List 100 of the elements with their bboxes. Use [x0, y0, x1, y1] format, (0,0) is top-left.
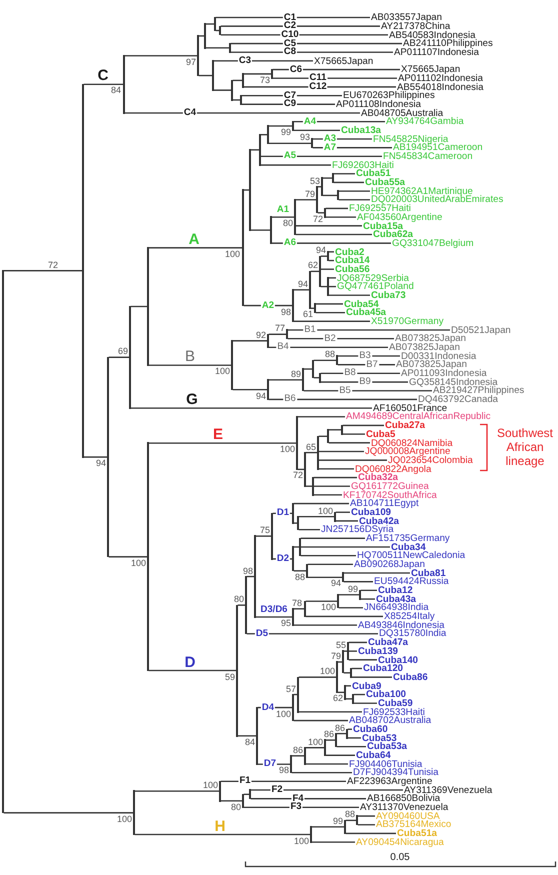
bootstrap-value: 100	[130, 558, 146, 567]
genotype-label: C11	[308, 74, 328, 82]
branch-line	[334, 182, 364, 184]
branch-line	[148, 247, 242, 248]
branch-line	[310, 308, 314, 309]
genotype-label: A3	[322, 134, 338, 144]
taxon-label: D7FJ904394Tunisia	[352, 769, 439, 778]
bootstrap-value: 80	[234, 595, 244, 604]
branch-line	[346, 832, 396, 834]
taxon-label: FJ692533Haiti	[362, 708, 425, 718]
bootstrap-value: 100	[116, 814, 132, 823]
branch-line	[316, 303, 343, 305]
genotype-label: D5	[254, 630, 270, 638]
bootstrap-value: 94	[316, 246, 326, 254]
branch-line	[318, 450, 364, 452]
taxon-label: GQ477461Poland	[336, 283, 414, 292]
genotype-label: C8	[282, 48, 298, 56]
branch-line	[318, 186, 322, 188]
genotype-label: C1	[282, 13, 298, 22]
taxon-label: DQ315780India	[378, 630, 446, 640]
taxon-label: Cuba34	[390, 544, 426, 552]
taxon-label: Cuba59	[377, 700, 413, 708]
branch-line	[342, 434, 365, 435]
branch-line	[346, 698, 352, 700]
branch-line	[292, 772, 352, 774]
genotype-label: D2	[276, 554, 290, 564]
branch-line	[130, 306, 148, 308]
scale-label: 0.05	[390, 852, 410, 863]
taxon-label: Cuba56	[334, 266, 370, 274]
taxon-label: AB073825Japan	[388, 344, 460, 353]
branch-line	[326, 208, 348, 210]
branch-line	[148, 670, 236, 672]
taxon-label: Cuba55a	[364, 179, 405, 188]
taxon-label: JQ000008Argentine	[364, 448, 450, 457]
bootstrap-value: 100	[294, 836, 309, 844]
branch-line	[216, 16, 370, 18]
branch-line	[130, 407, 372, 409]
genotype-label: D3/D6	[260, 606, 288, 614]
genotype-label: C7	[282, 91, 298, 100]
bootstrap-value: 100	[214, 367, 230, 376]
clade-label: B	[185, 349, 195, 364]
taxon-label: GQ358145Indonesia	[408, 378, 498, 388]
branch-line	[4, 812, 134, 814]
taxon-label: Cuba51	[355, 170, 391, 180]
taxon-label: AP011093Indonesia	[400, 370, 487, 379]
branch-line	[312, 841, 355, 843]
branch-line	[134, 790, 220, 792]
bootstrap-value: 100	[224, 250, 240, 258]
taxon-label: Cuba47a	[367, 639, 408, 648]
branch-line	[318, 460, 387, 461]
branch-line	[338, 692, 344, 694]
branch-line	[288, 329, 450, 331]
branch-line	[84, 456, 108, 458]
genotype-label: C2	[282, 22, 298, 30]
branch-line	[256, 535, 272, 537]
bootstrap-value: 53	[310, 176, 320, 185]
branch-line	[338, 364, 395, 366]
branch-line	[4, 270, 82, 272]
branch-line	[308, 576, 342, 578]
taxon-label: JN257156DSyria	[320, 526, 394, 535]
branch-line	[314, 360, 336, 361]
branch-line	[344, 672, 350, 674]
taxon-label: AY217378China	[380, 22, 450, 32]
genotype-label: F3	[289, 803, 303, 812]
branch-line	[308, 564, 353, 565]
bootstrap-value: 92	[256, 330, 266, 339]
taxon-label: Cuba81	[410, 570, 446, 578]
bootstrap-value: 77	[274, 324, 285, 332]
branch-line	[108, 356, 130, 358]
taxon-label: KF170742SouthAfrica	[342, 492, 437, 500]
branch-line	[294, 570, 306, 572]
genotype-label: B9	[358, 378, 372, 386]
branch-line	[238, 735, 256, 737]
taxon-label: DQ020003UnitedArabEmirates	[370, 196, 504, 206]
branch-line	[358, 815, 375, 817]
taxon-label: Cuba53	[361, 734, 397, 744]
taxon-label: Cuba139	[357, 648, 398, 656]
genotype-label: C12	[308, 82, 328, 92]
lineage-label: Southwest African lineage	[496, 426, 554, 468]
taxon-label: Cuba86	[392, 674, 428, 682]
branch-line	[288, 338, 394, 340]
taxon-label: Cuba100	[365, 691, 406, 700]
bootstrap-value: 62	[308, 261, 318, 270]
branch-line	[294, 522, 298, 524]
branch-line	[250, 789, 403, 791]
taxon-label: Cuba120	[362, 665, 403, 674]
taxon-label: JQ023654Colombia	[387, 456, 473, 466]
branch-line	[294, 121, 385, 122]
bootstrap-value: 62	[332, 694, 343, 702]
branch-line	[268, 379, 302, 381]
genotype-label: F4	[291, 794, 305, 803]
taxon-label: Cuba45a	[345, 309, 386, 318]
genotype-label: B7	[365, 360, 379, 369]
branch-line	[348, 737, 361, 739]
taxon-label: Cuba109	[350, 508, 391, 518]
branch-line	[328, 294, 370, 296]
bootstrap-value: 88	[324, 350, 335, 358]
clade-label: H	[214, 818, 226, 834]
branch-line	[294, 608, 304, 610]
bootstrap-value: 57	[286, 684, 296, 693]
